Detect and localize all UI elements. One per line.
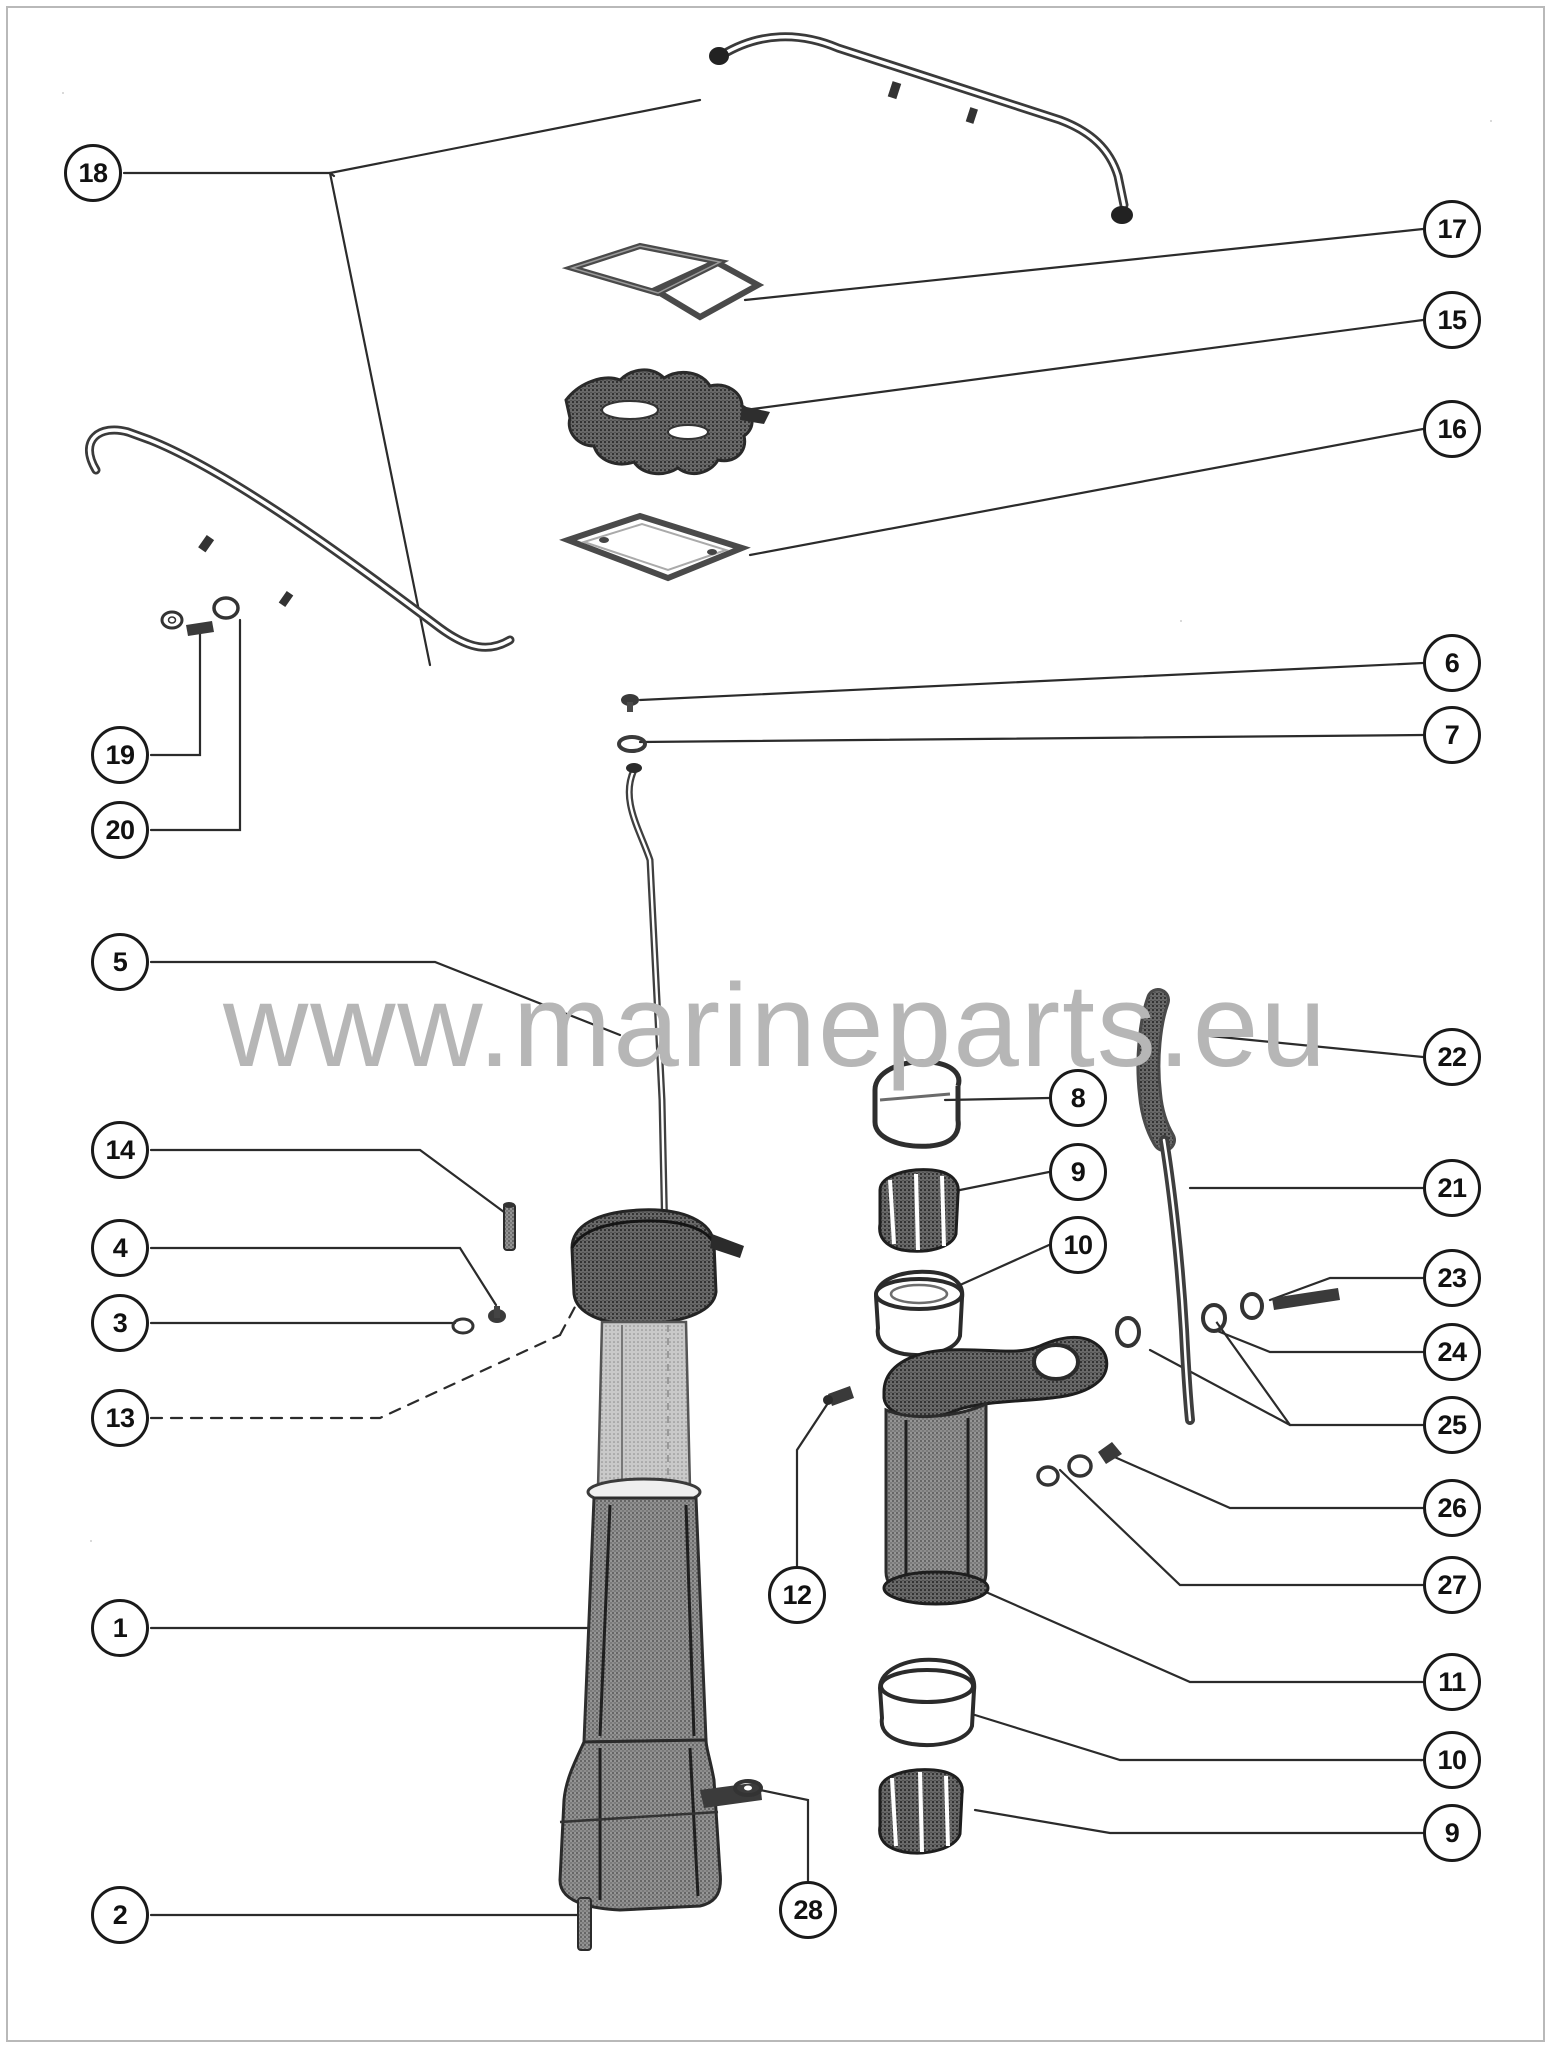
part-screw <box>621 694 639 712</box>
callout-10b[interactable]: 10 <box>1423 1731 1481 1789</box>
callout-19[interactable]: 19 <box>91 726 149 784</box>
callout-13[interactable]: 13 <box>91 1389 149 1447</box>
part-bolt-washer <box>451 1306 506 1335</box>
part-gasket-plate <box>559 512 751 582</box>
callout-18[interactable]: 18 <box>64 144 122 202</box>
speck <box>1180 620 1182 622</box>
callout-9m[interactable]: 9 <box>1049 1143 1107 1201</box>
callout-22[interactable]: 22 <box>1423 1028 1481 1086</box>
callout-4[interactable]: 4 <box>91 1219 149 1277</box>
callout-14[interactable]: 14 <box>91 1121 149 1179</box>
part-gasket-pair <box>561 242 765 321</box>
callout-7[interactable]: 7 <box>1423 706 1481 764</box>
part-impeller-bottom <box>878 1768 964 1855</box>
callout-17[interactable]: 17 <box>1423 200 1481 258</box>
callout-5[interactable]: 5 <box>91 933 149 991</box>
part-water-tube-upper <box>709 32 1133 224</box>
callout-23[interactable]: 23 <box>1423 1249 1481 1307</box>
callout-3[interactable]: 3 <box>91 1294 149 1352</box>
callout-16[interactable]: 16 <box>1423 400 1481 458</box>
callout-1[interactable]: 1 <box>91 1599 149 1657</box>
callout-15[interactable]: 15 <box>1423 291 1481 349</box>
part-water-pump-body <box>882 1336 1109 1606</box>
part-cup-bottom <box>877 1657 977 1747</box>
callout-10m[interactable]: 10 <box>1049 1216 1107 1274</box>
speck <box>1420 1760 1422 1762</box>
part-water-tube-lower <box>625 763 674 1484</box>
callout-11[interactable]: 11 <box>1423 1653 1481 1711</box>
part-driveshaft-housing <box>558 1208 762 1951</box>
callout-27[interactable]: 27 <box>1423 1556 1481 1614</box>
part-hardware-19-20 <box>160 596 240 636</box>
callout-24[interactable]: 24 <box>1423 1323 1481 1381</box>
speck <box>90 1540 92 1542</box>
callout-12[interactable]: 12 <box>768 1566 826 1624</box>
callout-6[interactable]: 6 <box>1423 634 1481 692</box>
part-trim-tube-left <box>85 425 515 652</box>
part-washer <box>617 735 647 753</box>
part-roll-pin <box>503 1202 516 1251</box>
part-impeller-mid <box>878 1168 960 1253</box>
callout-26[interactable]: 26 <box>1423 1479 1481 1537</box>
callout-20[interactable]: 20 <box>91 801 149 859</box>
callout-28[interactable]: 28 <box>779 1881 837 1939</box>
speck <box>62 92 64 94</box>
callout-9b[interactable]: 9 <box>1423 1804 1481 1862</box>
speck <box>1490 120 1492 122</box>
part-washer-base <box>733 1779 763 1797</box>
callout-25[interactable]: 25 <box>1423 1396 1481 1454</box>
watermark: www.marineparts.eu <box>223 960 1328 1092</box>
callout-21[interactable]: 21 <box>1423 1159 1481 1217</box>
callout-8[interactable]: 8 <box>1049 1069 1107 1127</box>
part-fastener-cluster <box>1036 1288 1340 1487</box>
callout-2[interactable]: 2 <box>91 1886 149 1944</box>
part-cup-sleeve-mid <box>873 1269 965 1357</box>
part-pin-small <box>823 1386 854 1406</box>
part-water-pump-face-plate <box>564 368 770 476</box>
